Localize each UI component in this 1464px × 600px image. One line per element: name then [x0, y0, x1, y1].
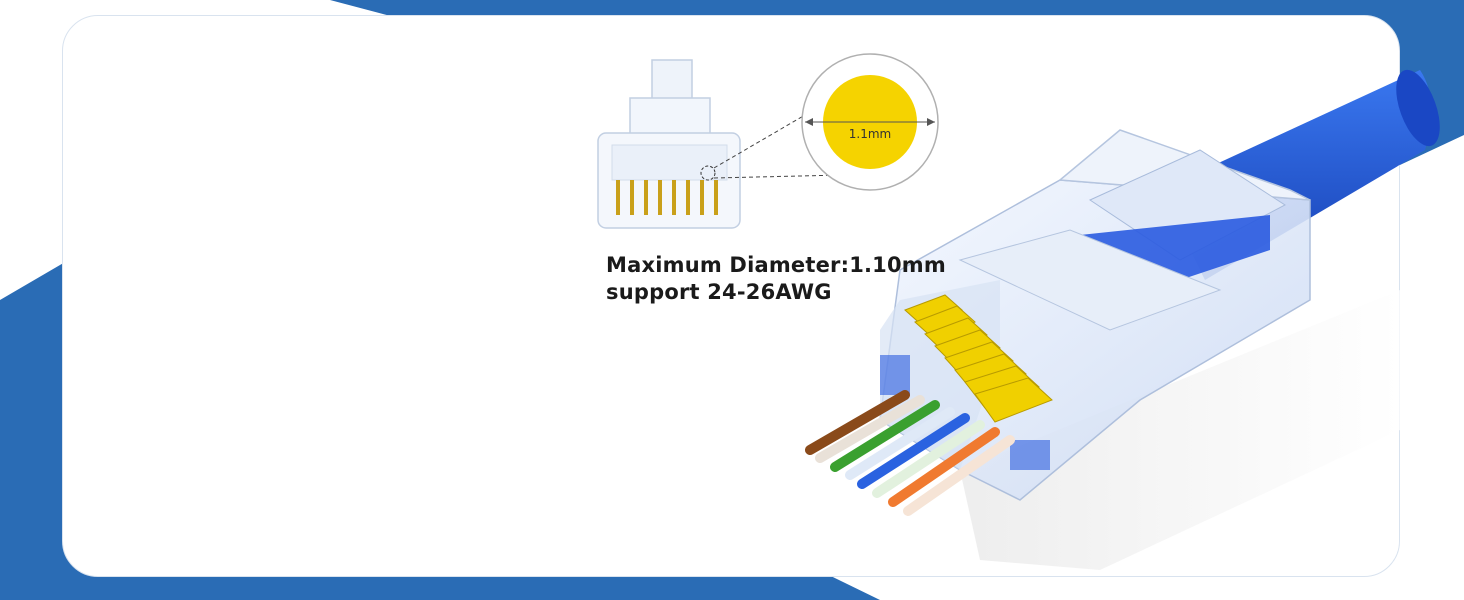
- small-connector: [597, 59, 741, 229]
- spec-caption: Maximum Diameter:1.10mm support 24-26AWG: [606, 252, 946, 306]
- wire-blue: [857, 413, 970, 489]
- max-diameter-text: Maximum Diameter:1.10mm: [606, 253, 946, 277]
- wire-white-blue: [845, 407, 955, 480]
- callout-line-upper: [713, 114, 806, 169]
- gold-contacts: [904, 294, 1053, 423]
- magnify-callout: 1.1mm: [801, 53, 939, 191]
- wire-green: [830, 400, 940, 472]
- measurement-label: 1.1mm: [849, 127, 891, 141]
- awg-support-text: support 24-26AWG: [606, 280, 832, 304]
- wire-bundle: [805, 390, 1015, 516]
- hole-marker: [700, 165, 716, 181]
- wire-white-brown: [815, 395, 925, 463]
- floor-shadow: [960, 290, 1400, 570]
- wire-white-green: [872, 420, 985, 498]
- wire-orange: [888, 427, 1000, 507]
- wire-brown: [805, 390, 910, 455]
- wire-white-orange: [903, 435, 1015, 516]
- callout-line-lower: [713, 174, 843, 179]
